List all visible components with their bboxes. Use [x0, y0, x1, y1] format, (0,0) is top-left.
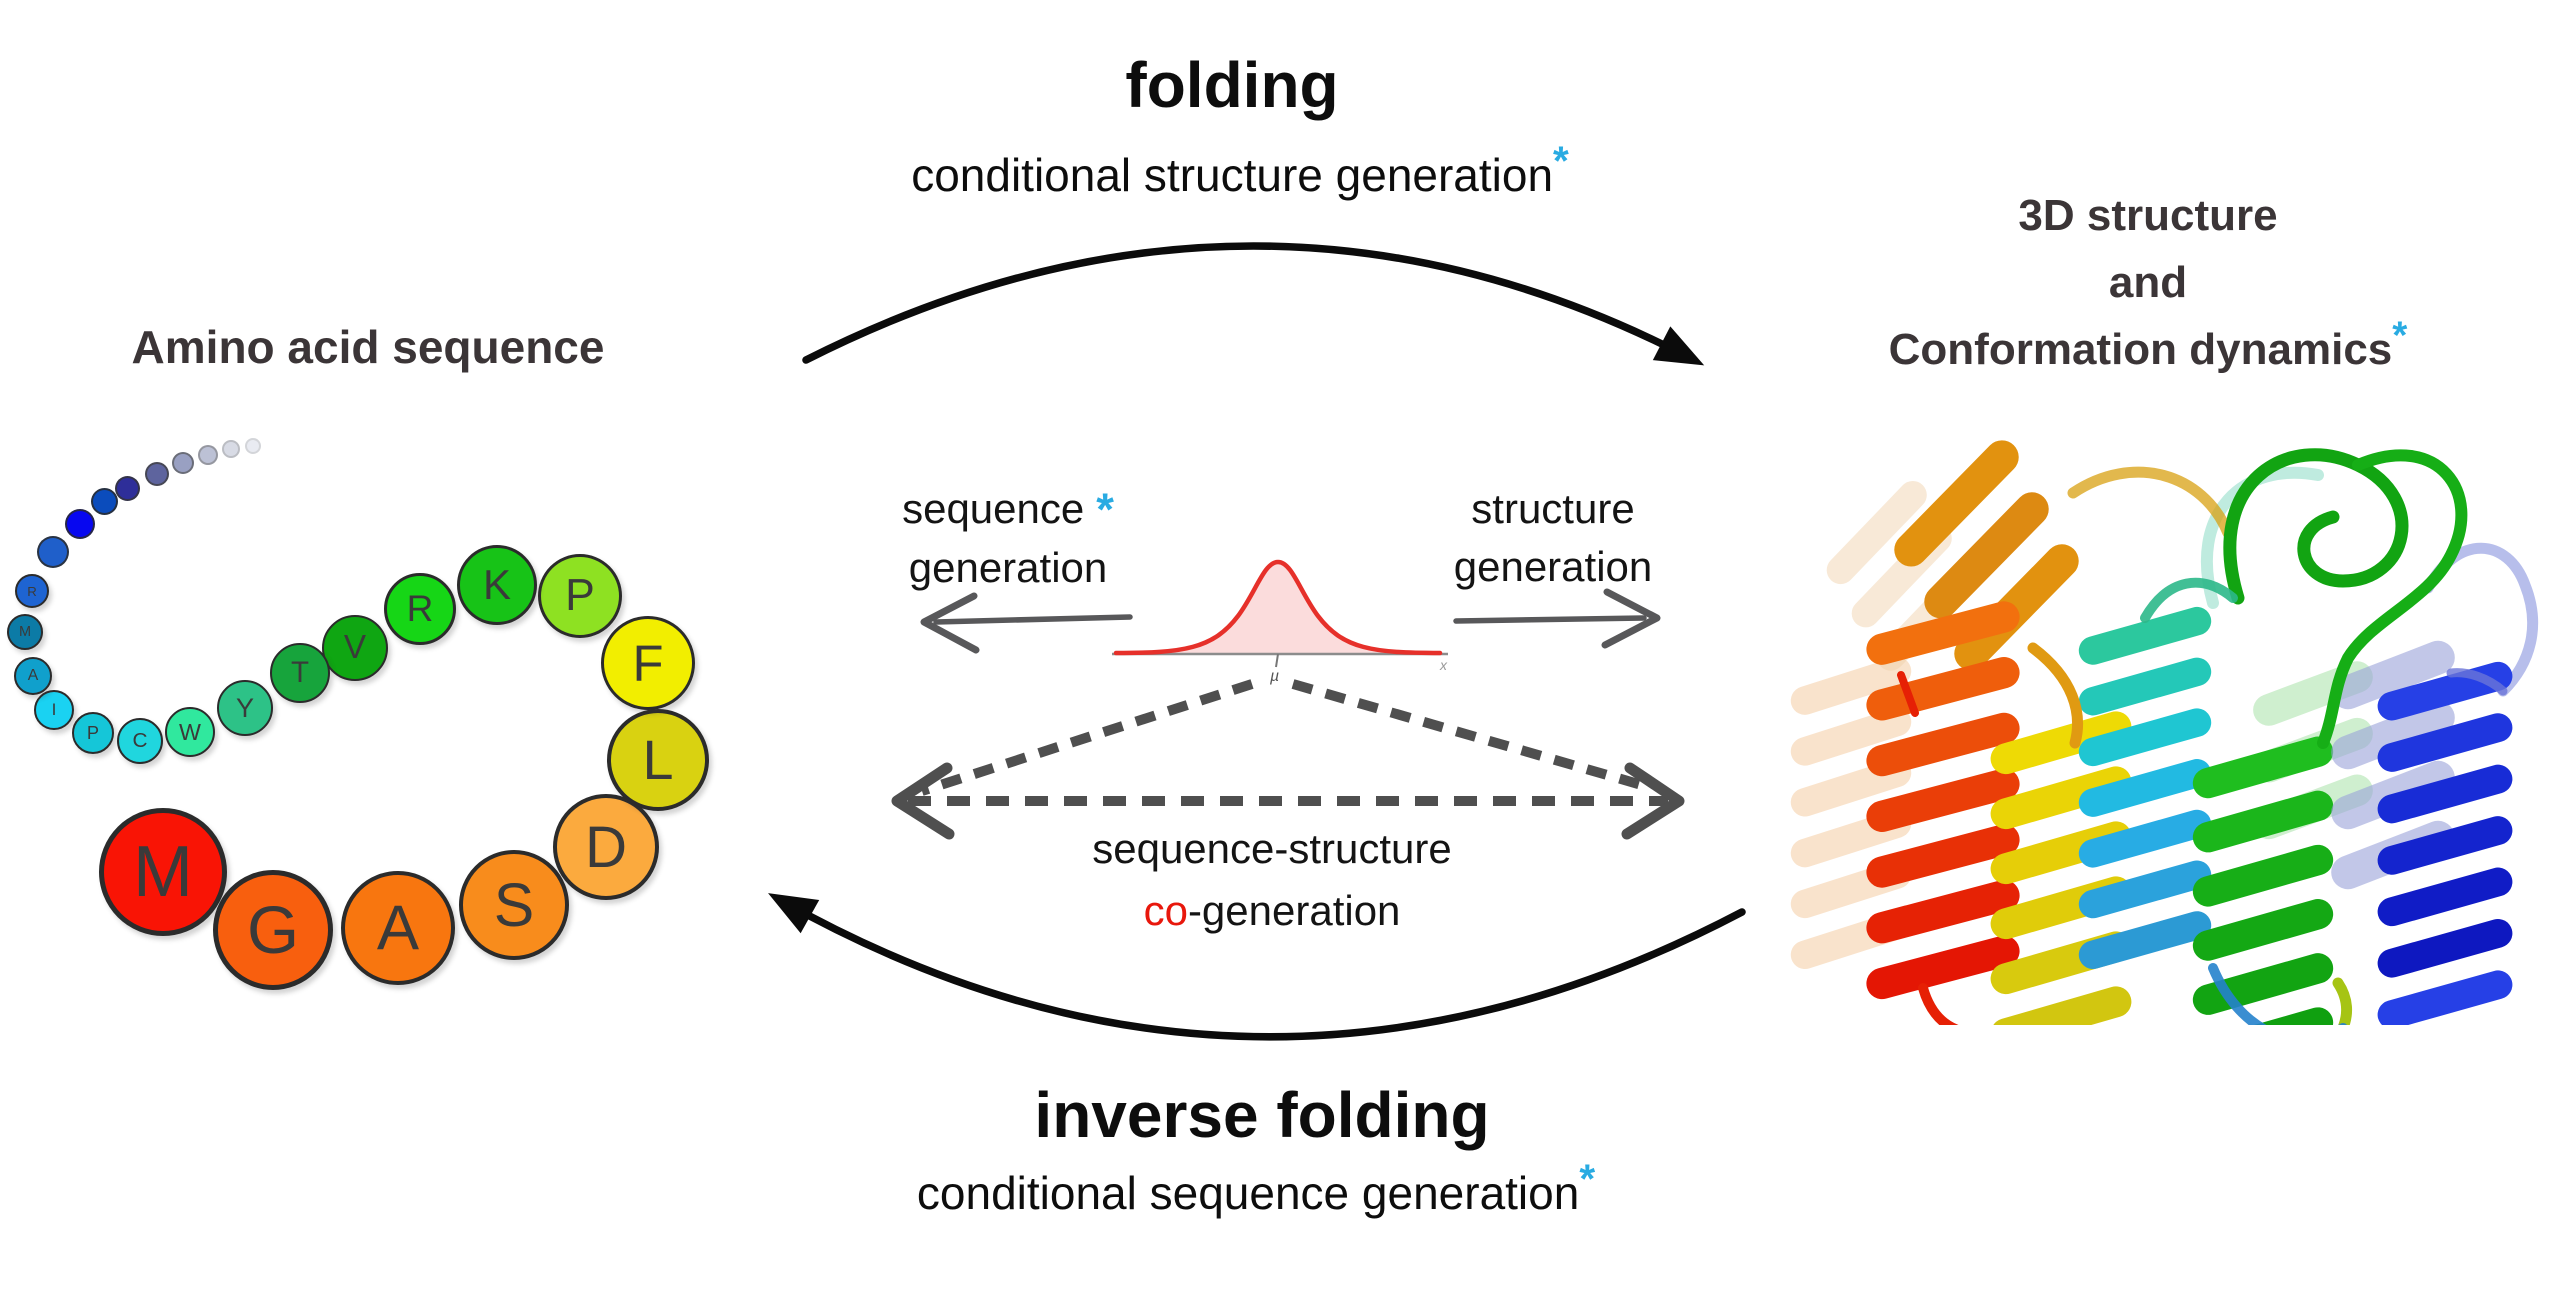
chain-fade-dot — [245, 438, 261, 454]
protein-loop — [2140, 577, 2238, 623]
protein-loop — [2027, 642, 2084, 749]
residue-circle: M — [7, 614, 43, 650]
chain-fade-dot — [37, 536, 69, 568]
structure-generation-label: structure generation — [1454, 480, 1653, 596]
protein-helix — [1990, 711, 2132, 1025]
chain-fade-dot — [90, 487, 118, 515]
residue-circle: P — [72, 712, 114, 754]
residue-circle: R — [384, 573, 456, 645]
asterisk-right: * — [2392, 314, 2408, 358]
protein-loop — [2200, 466, 2324, 609]
x-axis-label: x — [1439, 657, 1448, 673]
residue-circle: A — [14, 657, 52, 695]
protein-loop — [1897, 671, 1919, 717]
sequence-generation-label: sequence* generation — [902, 480, 1114, 597]
inverse-folding-subtitle: conditional sequence generation* — [916, 1158, 1595, 1220]
residue-circle: M — [99, 808, 227, 936]
structure-generation-line1: structure — [1471, 485, 1635, 532]
residue-circle: T — [270, 643, 330, 703]
structure-title-line1: 3D structure — [2018, 191, 2278, 240]
mu-label: µ — [1269, 668, 1279, 685]
residue-circle: P — [538, 554, 622, 638]
protein-loop — [2317, 449, 2468, 749]
cogeneration-arrows — [891, 679, 1685, 840]
protein-loop — [2422, 542, 2539, 697]
inverse-folding-title: inverse folding — [1034, 1079, 1490, 1151]
structure-title-line3: Conformation dynamics* — [1889, 316, 2408, 383]
residue-circle: G — [213, 870, 333, 990]
residue-circle: R — [15, 574, 49, 608]
folding-arrow — [802, 242, 1705, 366]
residue-circle: V — [322, 615, 388, 681]
residue-circle: S — [459, 850, 569, 960]
residue-circle: C — [117, 718, 163, 764]
residue-circle: K — [457, 545, 537, 625]
residue-circle: D — [553, 794, 659, 900]
protein-loop — [2446, 668, 2508, 696]
cogeneration-label: sequence-structure co-generation — [1092, 818, 1452, 942]
protein-helix — [1894, 440, 2079, 671]
cogeneration-line2: co-generation — [1092, 880, 1452, 942]
residue-circle: L — [607, 709, 709, 811]
cogeneration-line1: sequence-structure — [1092, 825, 1452, 872]
chain-fade-dot — [222, 440, 240, 458]
protein-structure — [1790, 440, 2539, 1025]
sequence-generation-line2: generation — [908, 544, 1108, 591]
protein-loop — [2067, 466, 2234, 539]
folding-subtitle: conditional structure generation* — [911, 140, 1569, 202]
asterisk-bottom: * — [1579, 1155, 1596, 1202]
structure-title-line2: and — [2108, 258, 2188, 307]
gaussian-curve: µ x — [1112, 559, 1448, 685]
sequence-word: sequence — [902, 485, 1085, 532]
sequence-generation-line1: sequence* — [902, 480, 1114, 539]
generation-suffix: -generation — [1187, 887, 1401, 934]
sequence-generation-arrow — [920, 592, 1133, 654]
co-prefix: co — [1143, 887, 1188, 934]
protein-helix — [2078, 606, 2212, 970]
chain-fade-dot — [172, 452, 194, 474]
residue-circle: A — [341, 871, 455, 985]
residue-circle: F — [601, 616, 695, 710]
chain-fade-dot — [198, 445, 218, 465]
amino-acid-sequence-label: Amino acid sequence — [131, 321, 605, 373]
residue-circle: W — [165, 707, 215, 757]
structure-title-line3-text: Conformation dynamics — [1888, 325, 2393, 374]
protein-loop — [2332, 977, 2352, 1025]
protein-loop — [1918, 983, 1960, 1025]
chain-fade-dot — [145, 462, 169, 486]
structure-title: 3D structure and Conformation dynamics* — [1889, 182, 2408, 383]
residue-circle: Y — [217, 680, 273, 736]
residue-circle: I — [34, 690, 74, 730]
structure-generation-arrow — [1453, 588, 1661, 649]
chain-fade-dot — [114, 475, 140, 501]
structure-generation-line2: generation — [1453, 543, 1653, 590]
protein-helix — [1866, 601, 2020, 1000]
protein-loop — [2223, 448, 2409, 605]
asterisk-top: * — [1553, 137, 1569, 184]
protein-loop — [2208, 963, 2347, 1025]
folding-title: folding — [1125, 49, 1339, 121]
asterisk-sequence: * — [1096, 484, 1114, 535]
inverse-folding-subtitle-text: conditional sequence generation — [916, 1167, 1580, 1219]
chain-fade-dot — [65, 509, 95, 539]
folding-subtitle-text: conditional structure generation — [911, 149, 1554, 201]
